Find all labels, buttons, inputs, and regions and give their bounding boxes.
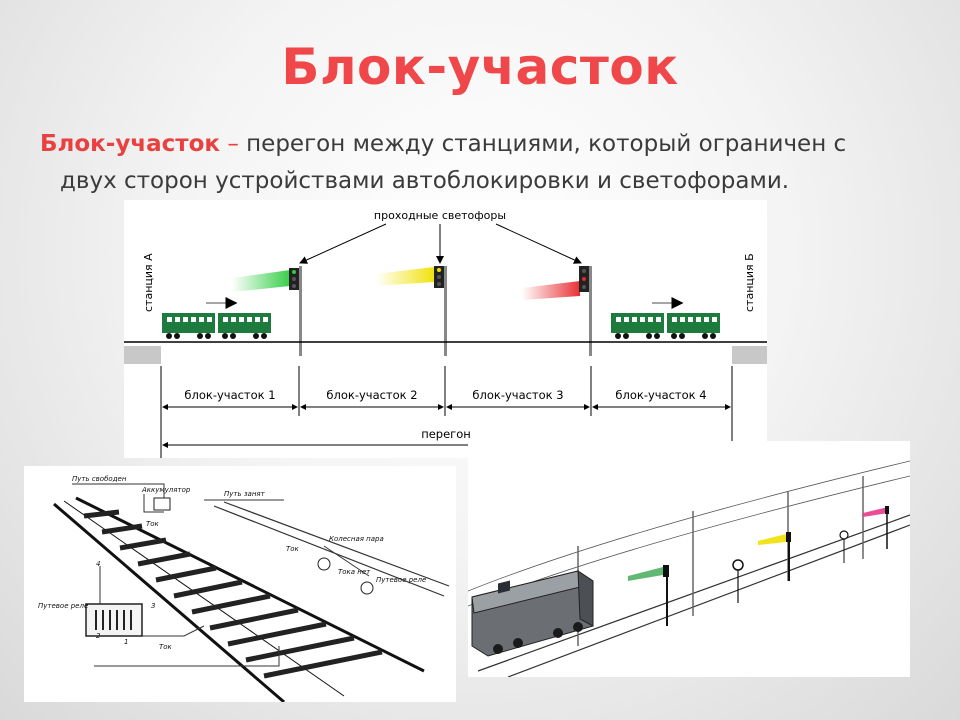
catenary-poles [577,476,864,646]
track-sleepers [83,509,383,679]
definition-text: Блок-участок – перегон между станциями, … [40,126,940,200]
train-left [162,297,271,339]
haul-label: перегон [421,427,471,441]
label-n4: 4 [96,560,100,568]
label-path-occupied: Путь занят [224,490,266,498]
green-light-beam [232,270,290,292]
green-beam [628,567,663,581]
label-n1: 1 [124,638,128,646]
signal-arrow-3 [495,223,582,264]
yellow-light-beam [376,267,434,286]
rails [477,514,911,678]
battery-icon [153,497,171,511]
block-section-4-label: блок-участок 4 [615,388,706,402]
track-circuit-schematic: Путь свободен Аккумулятор Путь занят Ток… [24,466,456,704]
signal-arrow-1 [299,223,387,264]
signal-posts [663,506,889,626]
definition-line-1: перегон между станциями, который огранич… [246,131,847,157]
station-b-platform [732,346,767,364]
block-section-diagram: проходные светофоры станция А станция Б [124,200,767,458]
yellow-beam [758,534,786,545]
station-a-label: станция А [142,253,155,312]
red-light-beam [522,281,580,300]
perspective-railway-illustration [467,441,911,678]
locomotive [471,570,594,657]
train-right [611,297,720,339]
signal-3 [579,266,592,356]
track-relay [85,603,143,637]
label-no-current: Тока нет [338,568,371,576]
definition-term: Блок-участок [40,131,221,157]
definition-dash: – [227,131,239,157]
block-section-2-label: блок-участок 2 [326,388,417,402]
label-current-2: Ток [286,545,300,553]
definition-line-2: двух сторон устройствами автоблокировки … [60,168,790,194]
label-current-3: Ток [159,643,173,651]
label-wheelset: Колесная пара [329,535,384,543]
label-battery: Аккумулятор [141,486,191,494]
station-b-label: станция Б [743,253,756,312]
signals-label: проходные светофоры [374,209,506,222]
label-relay-left: Путевое реле [38,602,88,610]
second-track [213,501,450,597]
track-circuit-svg: Путь свободен Аккумулятор Путь занят Ток… [38,475,450,704]
signal-2 [434,266,447,356]
wheelset-icon [317,557,331,571]
section-boundaries [160,366,733,458]
station-a-platform [124,346,161,364]
label-path-free: Путь свободен [72,475,127,483]
label-n3: 3 [151,602,155,610]
perspective-railway-svg [467,460,911,678]
block-section-3-label: блок-участок 3 [472,388,563,402]
red-beam [863,507,888,517]
label-n2: 2 [96,632,101,640]
block-section-svg: проходные светофоры станция А станция Б [124,209,767,458]
slide-title: Блок-участок [281,38,679,96]
label-relay-right: Путевое реле [376,576,426,584]
relay-circle-icon [360,581,374,595]
label-current-1: Ток [146,520,160,528]
signal-1 [289,266,302,356]
block-section-1-label: блок-участок 1 [184,388,275,402]
